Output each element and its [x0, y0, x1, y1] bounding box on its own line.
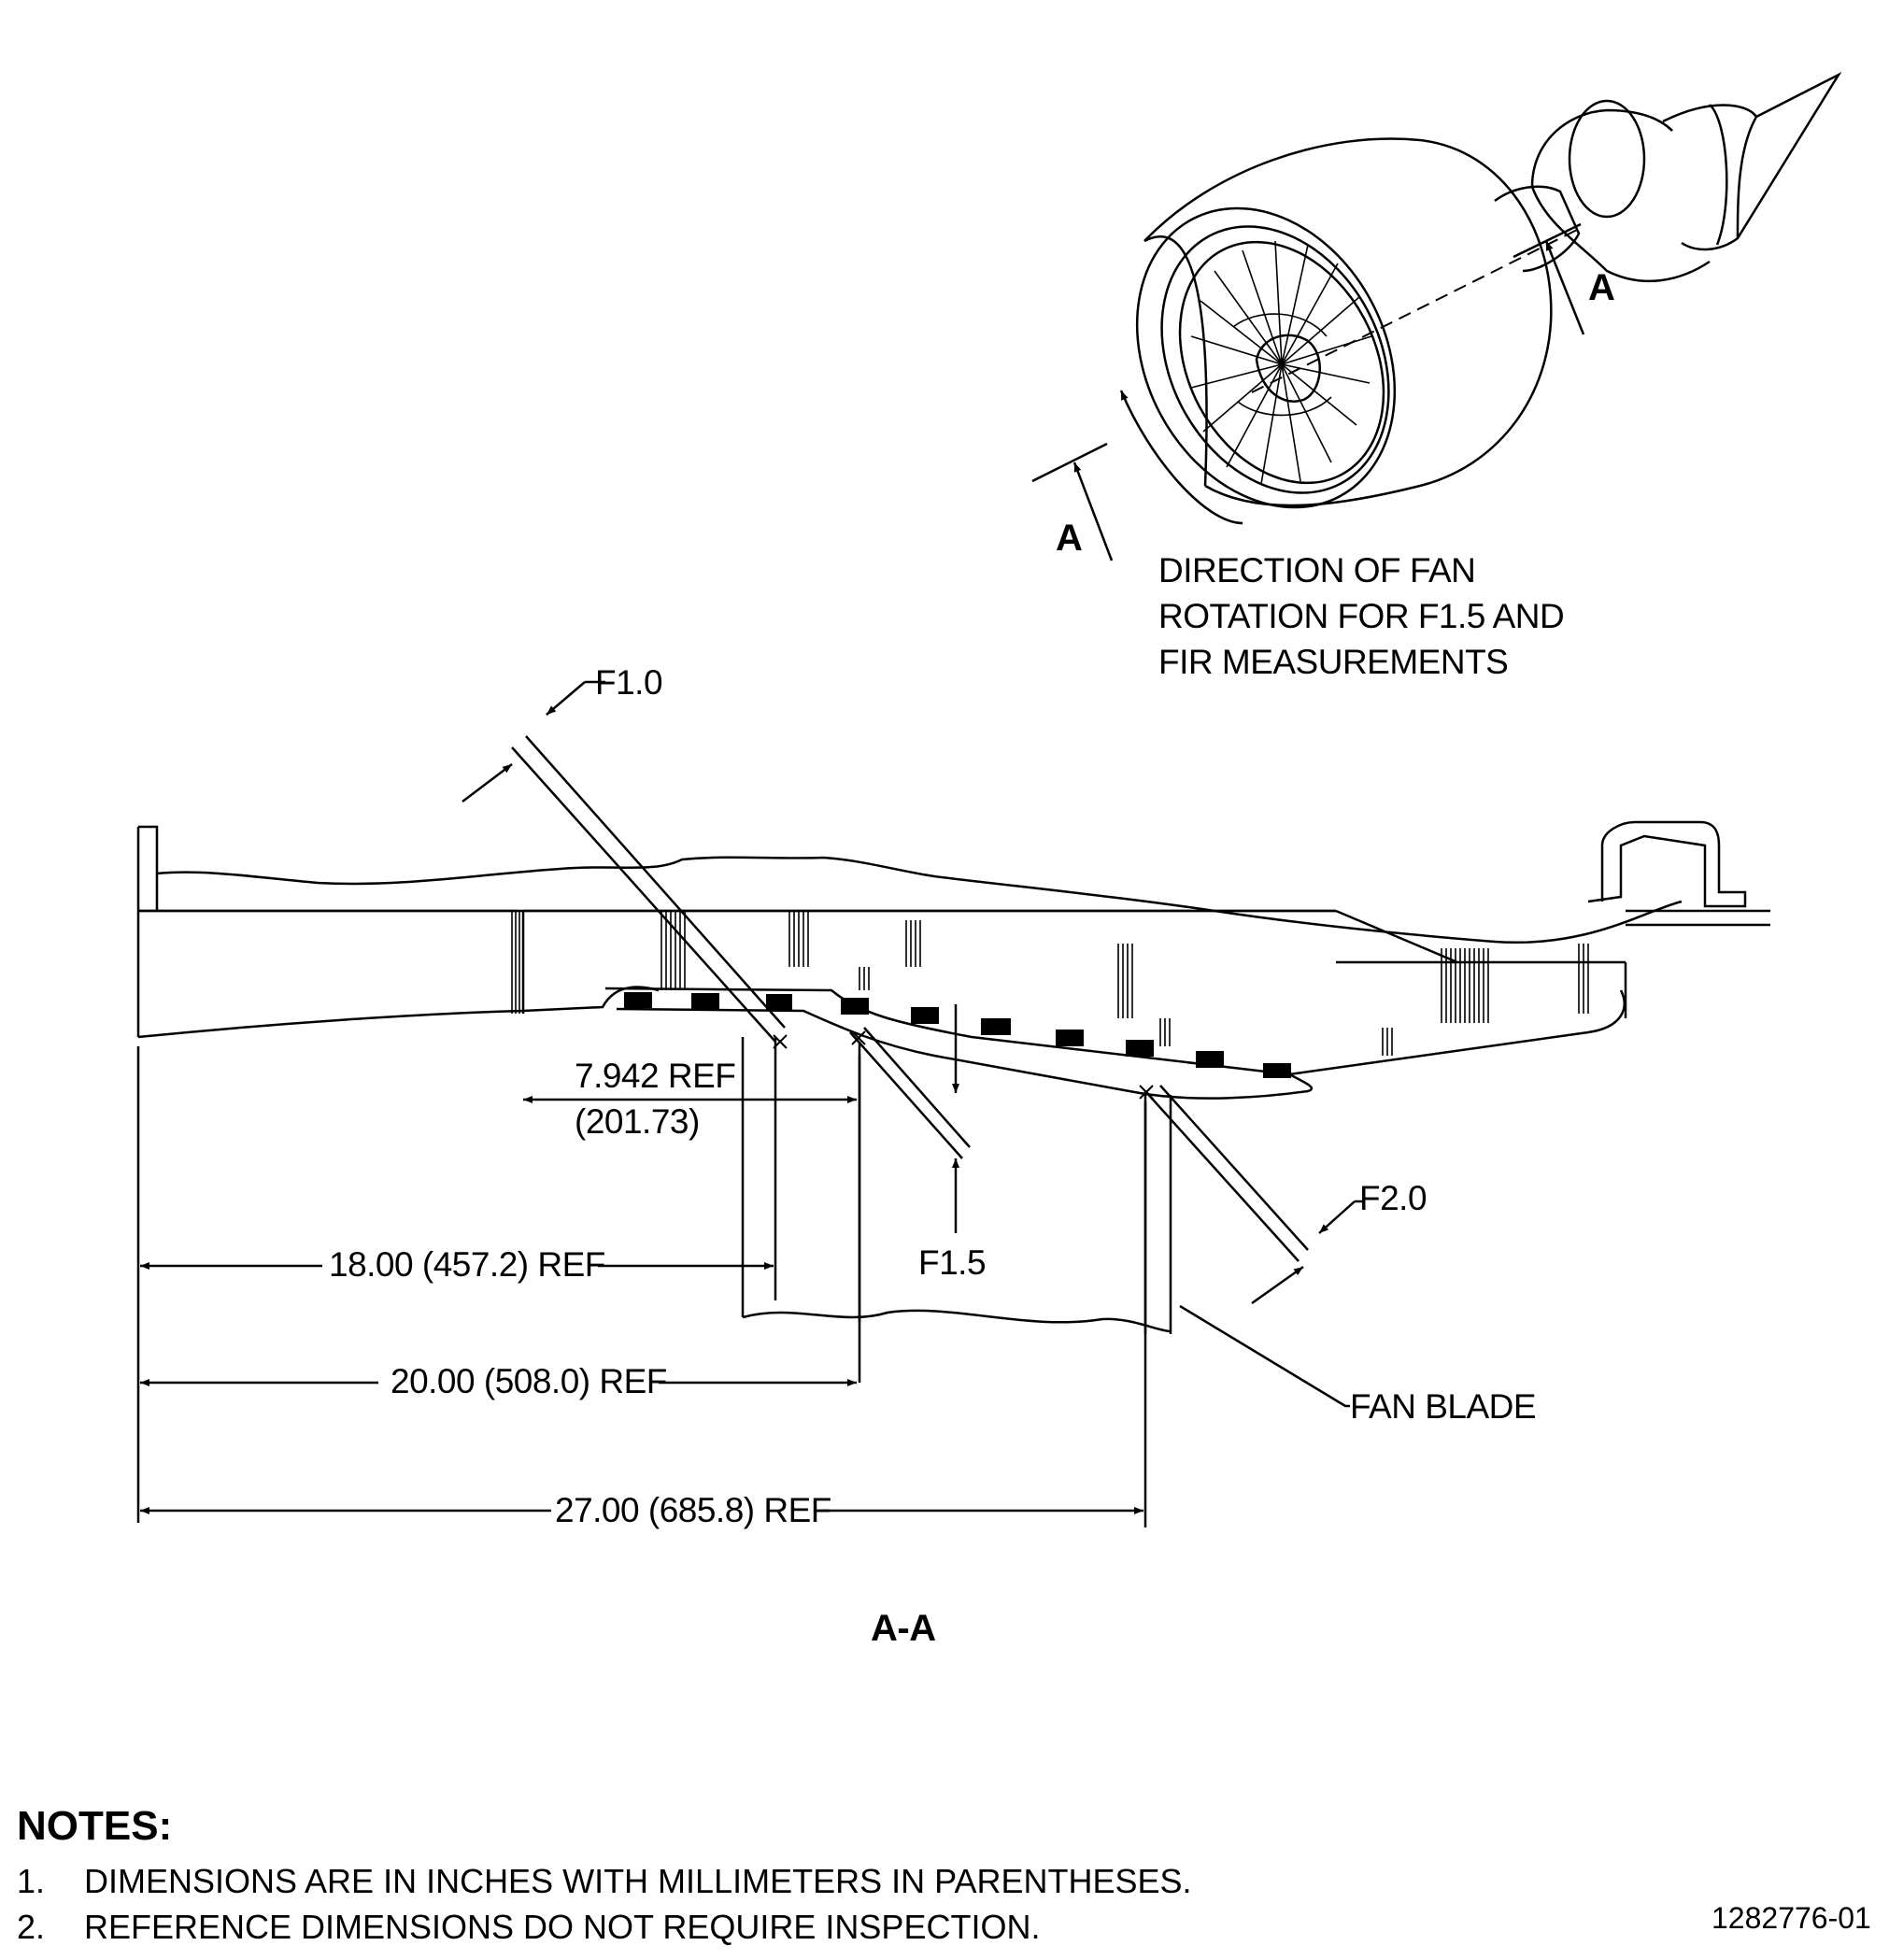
fan-blade-section: [511, 735, 1309, 1334]
section-marker-right: A: [1588, 267, 1615, 308]
notes-title: NOTES:: [17, 1803, 173, 1849]
drawing-id: 1282776-01: [1711, 1901, 1871, 1935]
abradable-blocks: [624, 992, 1291, 1078]
rotation-note-line1: DIRECTION OF FAN: [1158, 551, 1476, 589]
note-1-number: 1.: [17, 1862, 46, 1900]
note-2-text: REFERENCE DIMENSIONS DO NOT REQUIRE INSP…: [84, 1908, 1041, 1946]
dim-7942-mm: (201.73): [575, 1102, 700, 1141]
rotation-note-line2: ROTATION FOR F1.5 AND: [1158, 597, 1565, 635]
honeycomb-bands: [511, 911, 1589, 1056]
note-2-number: 2.: [17, 1908, 46, 1946]
dimension-lines: [136, 680, 1364, 1527]
label-f1-0: F1.0: [595, 663, 663, 702]
dim-20-ref: 20.00 (508.0) REF: [391, 1362, 667, 1400]
dim-27-ref: 27.00 (685.8) REF: [555, 1491, 831, 1529]
fan-blade-label: FAN BLADE: [1350, 1387, 1537, 1426]
label-f2-0: F2.0: [1359, 1179, 1427, 1217]
section-title: A-A: [871, 1608, 936, 1649]
note-1-text: DIMENSIONS ARE IN INCHES WITH MILLIMETER…: [84, 1862, 1192, 1900]
rotation-note-line3: FIR MEASUREMENTS: [1158, 643, 1509, 681]
section-marker-left: A: [1056, 518, 1083, 559]
dim-7942-ref: 7.942 REF: [575, 1057, 736, 1095]
section-profile: [136, 820, 1770, 1100]
dim-18-ref: 18.00 (457.2) REF: [329, 1245, 605, 1284]
note-2: 2. REFERENCE DIMENSIONS DO NOT REQUIRE IN…: [17, 1908, 1040, 1947]
label-f1-5: F1.5: [918, 1243, 987, 1282]
note-1: 1. DIMENSIONS ARE IN INCHES WITH MILLIMET…: [17, 1862, 1192, 1901]
fan-blades: [1190, 240, 1372, 485]
engine-isometric-view: [1031, 71, 1842, 561]
